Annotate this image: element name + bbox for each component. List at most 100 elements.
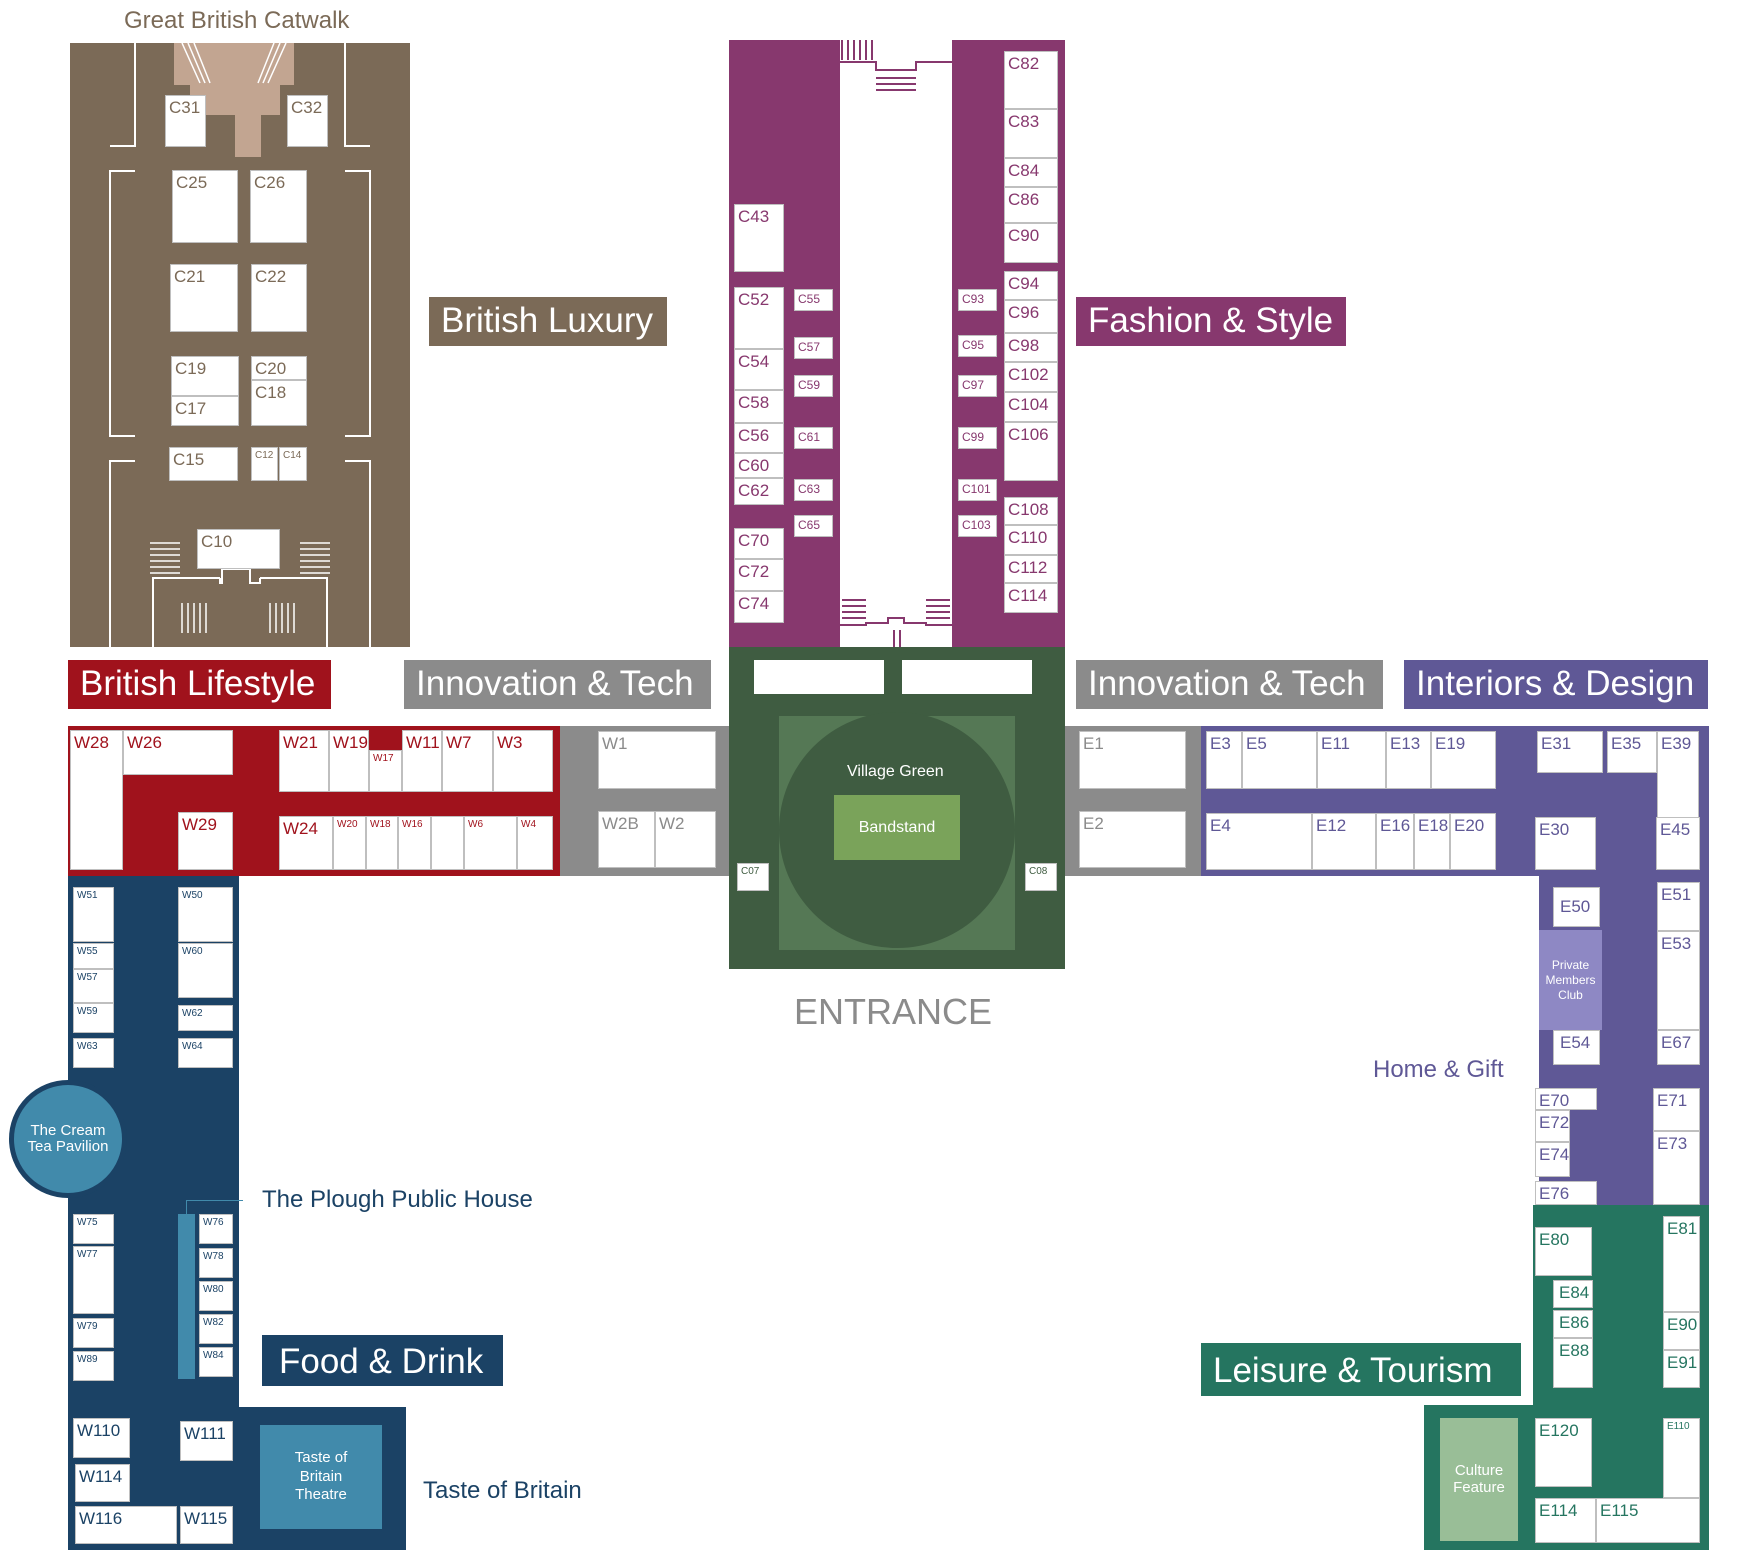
stand-c103[interactable]: C103 — [958, 515, 997, 537]
stand-w60[interactable]: W60 — [178, 943, 233, 998]
stand-w116[interactable]: W116 — [75, 1506, 177, 1544]
stand-e80[interactable]: E80 — [1535, 1227, 1592, 1276]
stand-c17[interactable]: C17 — [171, 396, 239, 426]
stand-w50[interactable]: W50 — [178, 887, 233, 942]
stand-c10[interactable]: C10 — [197, 529, 280, 569]
stand-w84[interactable]: W84 — [199, 1347, 233, 1377]
stand-c54[interactable]: C54 — [734, 349, 784, 390]
stand-e73[interactable]: E73 — [1653, 1131, 1700, 1205]
stand-w55[interactable]: W55 — [73, 943, 114, 969]
stand-c20[interactable]: C20 — [251, 356, 307, 380]
stand-c86[interactable]: C86 — [1004, 187, 1058, 223]
stand-e114[interactable]: E114 — [1535, 1498, 1596, 1543]
stand-c101[interactable]: C101 — [958, 479, 997, 501]
stand-e4[interactable]: E4 — [1206, 813, 1312, 870]
stand-e70[interactable]: E70 — [1535, 1088, 1597, 1110]
stand-c32[interactable]: C32 — [287, 95, 328, 147]
stand-w29[interactable]: W29 — [178, 812, 233, 870]
stand-c112[interactable]: C112 — [1004, 555, 1058, 583]
stand-c18[interactable]: C18 — [251, 380, 307, 426]
stand-c98[interactable]: C98 — [1004, 333, 1058, 362]
stand-e19[interactable]: E19 — [1431, 731, 1496, 789]
stand-e2[interactable]: E2 — [1079, 811, 1186, 868]
stand-e13[interactable]: E13 — [1386, 731, 1431, 789]
stand-w18[interactable]: W18 — [366, 816, 398, 870]
stand-c15[interactable]: C15 — [169, 447, 238, 481]
stand-c57[interactable]: C57 — [794, 337, 833, 359]
stand-c55[interactable]: C55 — [794, 289, 833, 311]
stand-c60[interactable]: C60 — [734, 453, 784, 478]
stand-w11[interactable]: W11 — [402, 730, 442, 792]
stand-w17[interactable]: W17 — [369, 750, 402, 792]
stand-c62[interactable]: C62 — [734, 478, 784, 505]
stand-e120[interactable]: E120 — [1535, 1418, 1592, 1487]
stand-c43[interactable]: C43 — [734, 204, 784, 272]
stand-e50[interactable]: E50 — [1553, 887, 1600, 927]
stand-w51[interactable]: W51 — [73, 887, 114, 942]
stand-e16[interactable]: E16 — [1376, 813, 1414, 870]
stand-c108[interactable]: C108 — [1004, 497, 1058, 525]
stand-w75[interactable]: W75 — [73, 1214, 114, 1244]
stand-e12[interactable]: E12 — [1312, 813, 1376, 870]
stand-c99[interactable]: C99 — [958, 427, 997, 449]
private-members-club[interactable]: Private Members Club — [1539, 930, 1602, 1030]
stand-w78[interactable]: W78 — [199, 1248, 233, 1278]
stand-c72[interactable]: C72 — [734, 559, 784, 591]
stand-w89[interactable]: W89 — [73, 1351, 114, 1381]
stand-c07[interactable]: C07 — [737, 863, 769, 891]
stand-c14[interactable]: C14 — [279, 447, 307, 481]
stand-e31[interactable]: E31 — [1537, 731, 1603, 773]
stand-c12[interactable]: C12 — [251, 447, 278, 481]
stand-c114[interactable]: C114 — [1004, 583, 1058, 613]
stand-w59[interactable]: W59 — [73, 1003, 114, 1033]
stand-e74[interactable]: E74 — [1535, 1142, 1570, 1177]
stand-e72[interactable]: E72 — [1535, 1110, 1570, 1142]
stand-c56[interactable]: C56 — [734, 423, 784, 453]
stand-c25[interactable]: C25 — [172, 170, 238, 243]
stand-e20[interactable]: E20 — [1450, 813, 1496, 870]
stand-w114[interactable]: W114 — [75, 1464, 130, 1502]
culture-feature[interactable]: Culture Feature — [1440, 1418, 1518, 1541]
stand-c59[interactable]: C59 — [794, 375, 833, 397]
stand-c63[interactable]: C63 — [794, 479, 833, 501]
stand-c65[interactable]: C65 — [794, 515, 833, 537]
stand-w82[interactable]: W82 — [199, 1314, 233, 1344]
stand-w110[interactable]: W110 — [73, 1418, 130, 1458]
stand-c94[interactable]: C94 — [1004, 271, 1058, 300]
cream-tea-pavilion[interactable]: The Cream Tea Pavilion — [9, 1080, 127, 1198]
stand-c96[interactable]: C96 — [1004, 300, 1058, 333]
stand-e18[interactable]: E18 — [1414, 813, 1450, 870]
stand-w79[interactable]: W79 — [73, 1318, 114, 1348]
stand-e84[interactable]: E84 — [1553, 1280, 1593, 1308]
stand-c97[interactable]: C97 — [958, 375, 997, 397]
stand-c26[interactable]: C26 — [250, 170, 307, 243]
stand-e88[interactable]: E88 — [1553, 1338, 1593, 1388]
stand-c104[interactable]: C104 — [1004, 392, 1058, 422]
stand-e45[interactable]: E45 — [1656, 817, 1700, 870]
stand-c52[interactable]: C52 — [734, 287, 784, 349]
stand-w115[interactable]: W115 — [180, 1506, 233, 1544]
stand-e11[interactable]: E11 — [1317, 731, 1386, 789]
stand-w7[interactable]: W7 — [442, 730, 493, 792]
stand-w2[interactable]: W2 — [655, 811, 716, 868]
stand-e86[interactable]: E86 — [1553, 1310, 1593, 1338]
stand-w76[interactable]: W76 — [199, 1214, 233, 1244]
bandstand[interactable]: Bandstand — [834, 795, 960, 860]
stand-c83[interactable]: C83 — [1004, 109, 1058, 158]
plough-bar[interactable] — [178, 1214, 195, 1379]
stand-e39[interactable]: E39 — [1657, 731, 1699, 818]
stand-w77[interactable]: W77 — [73, 1246, 114, 1314]
stand-c31[interactable]: C31 — [165, 95, 206, 147]
stand-e71[interactable]: E71 — [1653, 1088, 1700, 1131]
stand-e5[interactable]: E5 — [1242, 731, 1317, 789]
stand-w1[interactable]: W1 — [598, 731, 716, 789]
stand-c110[interactable]: C110 — [1004, 525, 1058, 555]
stand-e30[interactable]: E30 — [1535, 817, 1596, 870]
stand-w28[interactable]: W28 — [70, 730, 123, 870]
stand-c106[interactable]: C106 — [1004, 422, 1058, 481]
stand-c58[interactable]: C58 — [734, 390, 784, 423]
stand-c90[interactable]: C90 — [1004, 223, 1058, 263]
stand-c19[interactable]: C19 — [171, 356, 239, 396]
stand-e115[interactable]: E115 — [1596, 1498, 1700, 1543]
stand-w63[interactable]: W63 — [73, 1038, 114, 1068]
